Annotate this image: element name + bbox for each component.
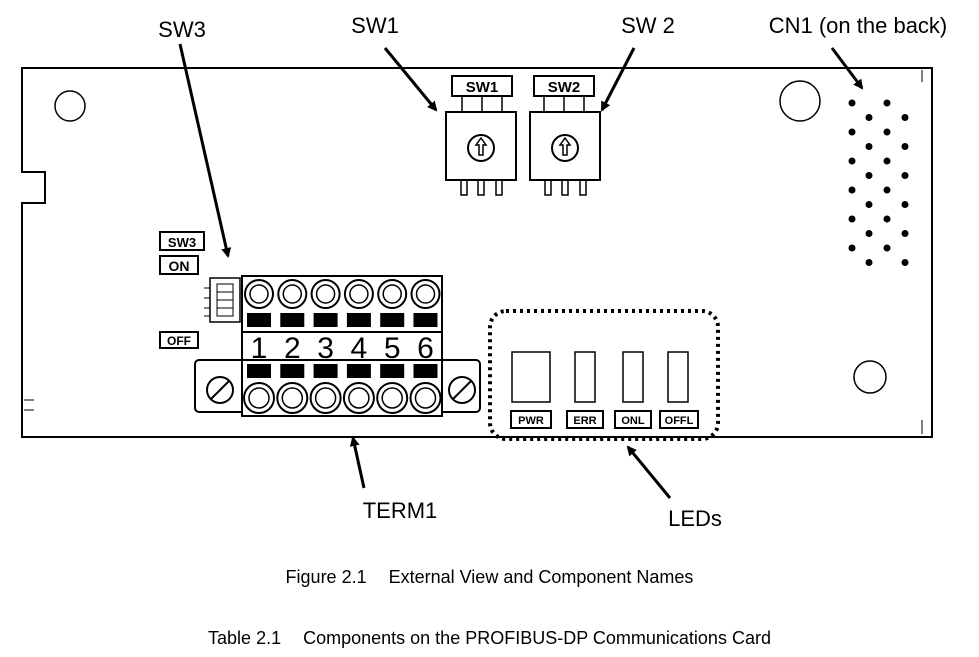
cn1-pin (848, 244, 856, 252)
term1-screw-top-icon (244, 279, 274, 309)
cn1-arrow (830, 47, 864, 90)
term1-screw-top-icon (277, 279, 308, 309)
term1-callout: TERM1 (363, 498, 438, 523)
term1-slot-bottom (346, 364, 371, 378)
led-group: PWR ERR ONL OFFL (488, 309, 720, 441)
cn1-pin (901, 201, 909, 208)
term1-number-5: 5 (384, 332, 401, 365)
mounting-hole-bottom-right (853, 360, 887, 394)
cn1-pin (883, 128, 891, 136)
term1-slot-bottom (380, 364, 405, 378)
sw1-pointer-icon (474, 136, 488, 156)
cn1-pin (848, 128, 856, 136)
sw3-dip-switch: SW3 ON OFF (159, 231, 241, 349)
mounting-hole-top-left (54, 90, 86, 122)
cn1-pin (848, 186, 856, 194)
sw3-on-label: ON (169, 258, 190, 274)
cn1-pin (883, 244, 891, 252)
leds-callout: LEDs (668, 506, 722, 531)
cn1-connector-pins (848, 99, 909, 266)
table-caption-text: Components on the PROFIBUS-DP Communicat… (303, 628, 771, 648)
led-label-onl: ONL (621, 415, 645, 427)
cn1-callout: CN1 (on the back) (769, 13, 948, 38)
cn1-pin (901, 143, 909, 150)
term1-slot-bottom (313, 364, 338, 378)
sw3-arrow (178, 43, 232, 258)
term1-number-4: 4 (351, 332, 368, 365)
cn1-pin (865, 114, 873, 121)
term1-screw-top-icon (343, 279, 374, 309)
figure-caption-text: External View and Component Names (388, 567, 694, 587)
led-pwr (511, 351, 551, 403)
sw3-plate-label: SW3 (168, 235, 196, 250)
cn1-pin (865, 230, 873, 237)
term1-number-2: 2 (284, 332, 301, 365)
cn1-pin (883, 157, 891, 165)
sw3-off-label: OFF (167, 334, 191, 348)
cn1-pin (865, 201, 873, 208)
cn1-pin (883, 186, 891, 194)
term1-number-3: 3 (317, 332, 334, 365)
sw2-pointer-icon (558, 136, 572, 156)
table-caption: Table 2.1 Components on the PROFIBUS-DP C… (0, 628, 979, 649)
callout-arrows (178, 43, 864, 499)
sw1-plate-label: SW1 (466, 79, 499, 96)
term1-slot-top (280, 313, 305, 327)
term1-slot-top (413, 313, 438, 327)
leds-arrow (626, 445, 672, 499)
cn1-pin (901, 230, 909, 237)
figure-caption: Figure 2.1 External View and Component Na… (0, 567, 979, 588)
component-diagram: SW1 SW2 SW3 ON OFF 1 (21, 13, 948, 531)
cn1-pin (901, 114, 909, 121)
term1-screw-top-icon (310, 279, 341, 309)
cn1-pin (883, 215, 891, 223)
cn1-pin (901, 172, 909, 179)
led-onl (622, 351, 644, 403)
term1-slot-bottom (247, 364, 271, 378)
sw3-callout: SW3 (158, 17, 206, 42)
cn1-pin (848, 99, 856, 107)
led-err (574, 351, 596, 403)
term1-slot-bottom (413, 364, 438, 378)
cn1-pin (901, 259, 909, 266)
sw1-callout: SW1 (351, 13, 399, 38)
sw1-arrow (383, 47, 438, 112)
cn1-pin (865, 143, 873, 150)
term1-number-6: 6 (417, 332, 434, 365)
table-caption-number: Table 2.1 (208, 628, 282, 648)
figure-caption-number: Figure 2.1 (285, 567, 367, 587)
sw1-rotary-switch: SW1 (445, 75, 517, 196)
term1-slot-bottom (280, 364, 305, 378)
term1-screw-top-icon (377, 279, 408, 309)
term1-number-1: 1 (251, 332, 268, 365)
term1-right-screw-icon (448, 376, 476, 404)
led-offl (667, 351, 689, 403)
term1-slot-top (247, 313, 271, 327)
term1-slot-top (380, 313, 405, 327)
sw2-plate-label: SW2 (548, 79, 581, 96)
term1-left-screw-icon (206, 376, 234, 404)
sw2-arrow (600, 47, 636, 112)
card-board (21, 67, 933, 438)
sw2-callout: SW 2 (621, 13, 675, 38)
led-label-pwr: PWR (518, 415, 544, 427)
led-label-err: ERR (573, 415, 596, 427)
cn1-pin (865, 259, 873, 266)
cn1-pin (865, 172, 873, 179)
cn1-pin (883, 99, 891, 107)
term1-slot-top (313, 313, 338, 327)
sw2-rotary-switch: SW2 (529, 75, 601, 196)
cn1-pin (848, 215, 856, 223)
mounting-hole-top-right (779, 80, 821, 122)
term1-screw-top-icon (410, 279, 441, 309)
term1-arrow (349, 436, 366, 489)
cn1-pin (848, 157, 856, 165)
term1-slot-top (346, 313, 371, 327)
led-label-offl: OFFL (665, 415, 694, 427)
